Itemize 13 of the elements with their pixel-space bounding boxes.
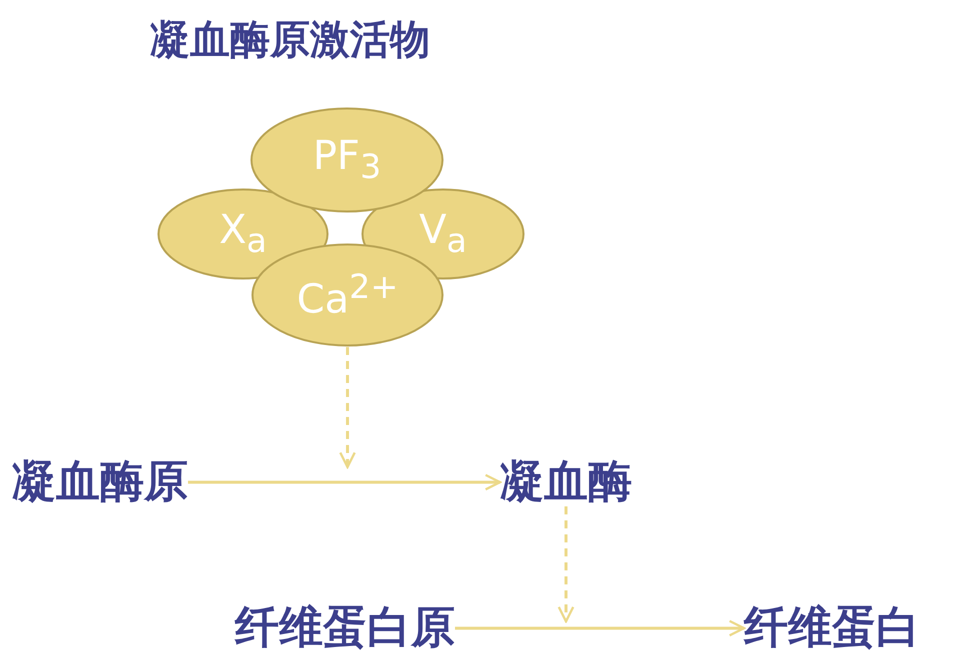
arrow [558,506,574,623]
arrow [188,474,502,491]
factor-label: PF$_{3}$ [312,136,382,184]
arrow [339,347,356,468]
protein-label: 纤维蛋白 [744,604,920,652]
protein-label: 纤维蛋白原 [235,604,455,652]
factor-label: Ca$^{2+}$ [296,270,398,320]
protein-label: 凝血酶原 [12,458,188,506]
factor-label: X$_{a}$ [219,210,267,258]
title: 凝血酶原激活物 [150,16,430,65]
protein-label: 凝血酶 [500,458,632,506]
arrow [455,620,746,637]
factor-label: V$_{a}$ [419,210,467,258]
